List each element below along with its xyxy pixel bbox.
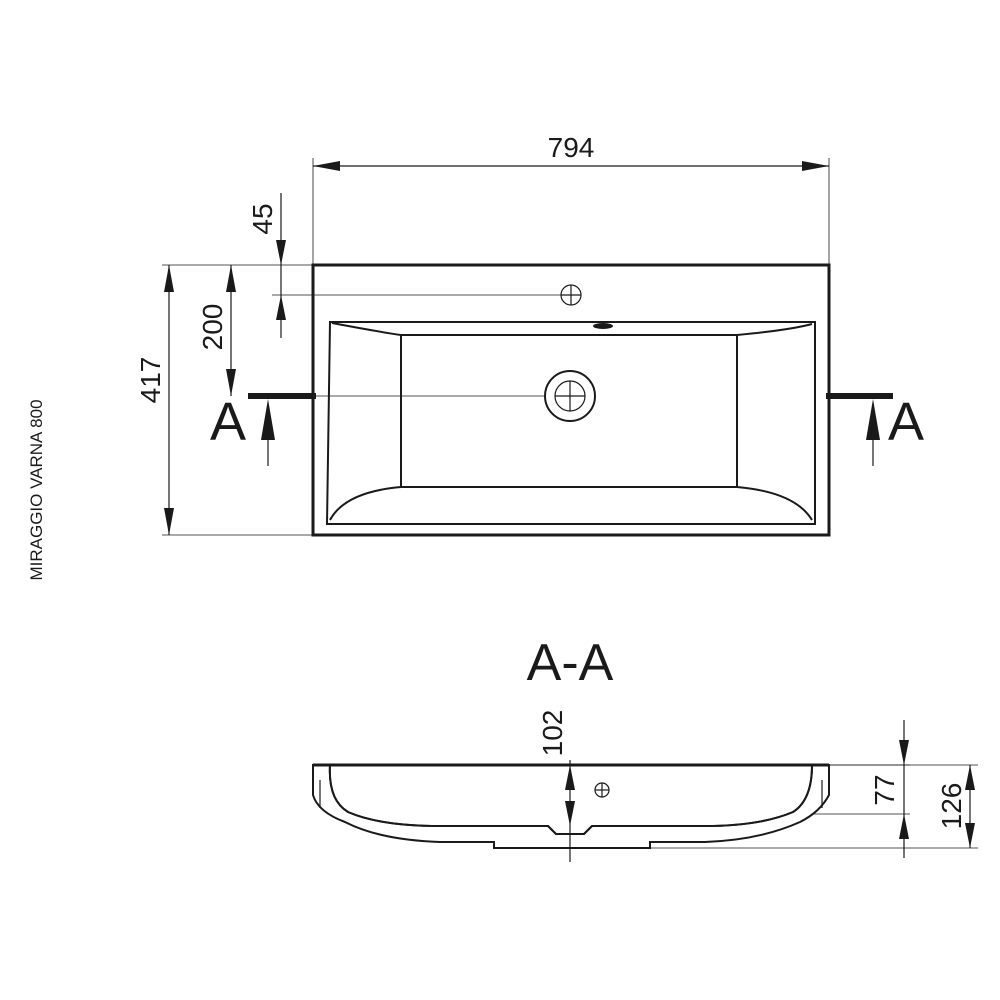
section-letter-left: A: [210, 392, 246, 452]
basin-slopes: [329, 322, 813, 521]
dim-bowl-depth: 77: [812, 720, 910, 858]
section-title: A-A: [527, 634, 614, 692]
model-label: MIRAGGIO VARNA 800: [27, 399, 46, 580]
dim-tap-offset: 45: [247, 193, 286, 338]
basin-outline: [311, 263, 831, 537]
dim-bowl-depth-label: 77: [869, 774, 900, 805]
overflow-slot: [593, 323, 613, 329]
section-marker-right: A: [826, 392, 924, 466]
dim-depth-label: 417: [135, 357, 166, 404]
top-view: A A 794 417: [135, 132, 924, 537]
dim-section-height-label: 102: [537, 710, 568, 757]
dim-section-height: 102: [537, 710, 575, 862]
inner-basin: [325, 321, 816, 525]
section-letter-right: A: [888, 392, 924, 452]
section-view: 102 77 126: [312, 710, 978, 862]
dim-width-label: 794: [548, 132, 595, 163]
dim-width: 794: [312, 132, 830, 265]
drain-icon: [544, 370, 596, 422]
dim-depth: 417: [135, 264, 313, 536]
section-marker-left: A: [210, 392, 316, 466]
dim-drain-offset: 200: [197, 265, 236, 396]
dim-drain-offset-label: 200: [197, 304, 228, 351]
tap-hole-icon: [560, 284, 582, 306]
section-tap-hole-icon: [594, 782, 610, 798]
dim-tap-offset-label: 45: [247, 203, 278, 234]
dim-total-height: 126: [650, 764, 978, 849]
dim-total-height-label: 126: [936, 783, 967, 830]
